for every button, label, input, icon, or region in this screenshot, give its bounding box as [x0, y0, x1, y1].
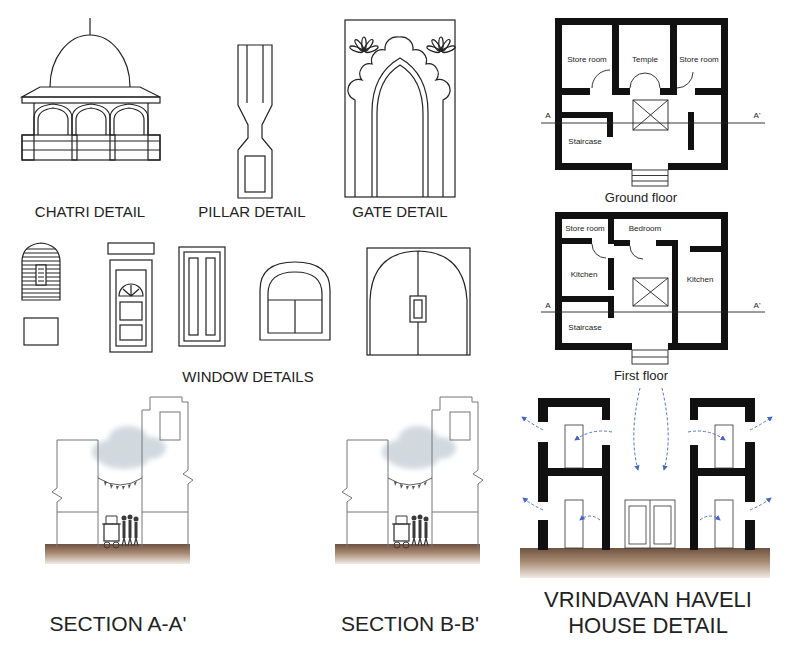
room-label: Staircase — [568, 323, 601, 333]
plan-title: First floor — [614, 368, 668, 384]
room-label: Store room — [567, 55, 607, 65]
window-drawings — [18, 243, 470, 355]
room-label: Store room — [679, 55, 719, 65]
room-label: Staircase — [568, 137, 601, 147]
detail-caption: GATE DETAIL — [352, 203, 447, 221]
plan-title: Ground floor — [605, 190, 677, 206]
haveli-section — [520, 388, 772, 578]
detail-caption: CHATRI DETAIL — [35, 203, 145, 221]
ground-floor-plan — [541, 18, 765, 186]
detail-caption: WINDOW DETAILS — [182, 368, 313, 386]
section-title: SECTION B-B' — [341, 611, 479, 636]
section-mark: A' — [754, 301, 761, 311]
section-title: SECTION A-A' — [49, 611, 186, 636]
section-mark: A — [545, 301, 550, 311]
first-floor-plan — [541, 212, 765, 364]
room-label: Kitchen — [571, 270, 598, 280]
street-section — [45, 397, 193, 564]
drawing-title: VRINDAVAN HAVELI HOUSE DETAIL — [508, 587, 788, 640]
room-label: Temple — [632, 55, 658, 65]
detail-caption: PILLAR DETAIL — [198, 203, 305, 221]
section-mark: A — [545, 111, 550, 121]
street-section — [335, 397, 483, 564]
room-label: Bedroom — [629, 224, 661, 234]
chatri-drawing — [22, 18, 160, 160]
room-label: Store room — [565, 224, 605, 234]
room-label: Kitchen — [687, 275, 714, 285]
gate-drawing — [345, 20, 456, 197]
pillar-drawing — [238, 45, 272, 198]
section-mark: A' — [754, 111, 761, 121]
